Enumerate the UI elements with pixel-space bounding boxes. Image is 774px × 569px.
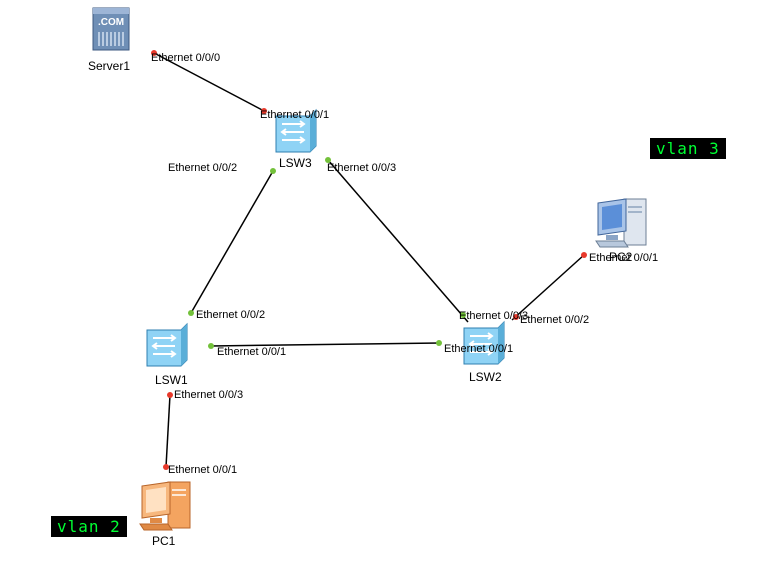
- lsw3-label: LSW3: [279, 156, 312, 170]
- port-label-lsw3-e002: Ethernet 0/0/2: [168, 162, 237, 174]
- switch-side: [181, 324, 187, 366]
- vlan3-label: vlan 3: [650, 138, 726, 159]
- port-dot-server1-e000: [151, 50, 157, 56]
- port-label-pc2-e001: Ethernet 0/0/1: [589, 252, 658, 264]
- server-top-bevel: [93, 8, 129, 14]
- switch-arrows: [280, 120, 306, 144]
- port-label-lsw2-e001: Ethernet 0/0/1: [444, 343, 513, 355]
- port-label-lsw2-e003: Ethernet 0/0/3: [459, 310, 528, 322]
- port-dot-lsw3-e001: [261, 108, 267, 114]
- port-dot-lsw2-e003: [460, 312, 466, 318]
- pc1-label: PC1: [152, 534, 176, 548]
- link-server1-lsw3: [153, 52, 267, 113]
- pc-icon: [595, 198, 647, 248]
- server1-device[interactable]: .COM: [92, 7, 130, 51]
- switch-side: [310, 110, 316, 152]
- pc2-label: PC2: [609, 250, 633, 264]
- port-dot-pc1-e001: [163, 464, 169, 470]
- link-lsw2-pc2: [511, 254, 585, 321]
- port-dot-lsw3-e003: [325, 157, 331, 163]
- lsw2-device[interactable]: [463, 320, 505, 365]
- port-dots: [151, 50, 587, 470]
- vlan2-label: vlan 2: [51, 516, 127, 537]
- port-label-lsw2-e002: Ethernet 0/0/2: [520, 314, 589, 326]
- lsw1-label: LSW1: [155, 373, 188, 387]
- port-dot-lsw2-e002: [513, 314, 519, 320]
- server-badge: .COM: [98, 17, 124, 28]
- link-lsw3-lsw1: [190, 170, 274, 314]
- port-dot-pc2-e001: [581, 252, 587, 258]
- port-dot-lsw1-e001: [208, 343, 214, 349]
- server-bays: [98, 32, 124, 46]
- link-lsw1-lsw2: [210, 342, 441, 347]
- pc1-device[interactable]: [139, 481, 191, 531]
- port-label-lsw3-e001: Ethernet 0/0/1: [260, 109, 329, 121]
- switch-side: [498, 322, 504, 364]
- port-label-pc1-e001: Ethernet 0/0/1: [168, 464, 237, 476]
- link-lsw3-lsw2: [327, 159, 469, 323]
- switch-arrows: [468, 332, 494, 356]
- lsw1-device[interactable]: [146, 322, 188, 367]
- port-dot-lsw3-e002: [270, 168, 276, 174]
- pc2-device[interactable]: [595, 198, 647, 248]
- lsw2-label: LSW2: [469, 370, 502, 384]
- port-dot-lsw2-e001: [436, 340, 442, 346]
- port-label-lsw1-e002: Ethernet 0/0/2: [196, 309, 265, 321]
- server1-label: Server1: [88, 59, 130, 73]
- link-lsw1-pc1: [165, 394, 171, 468]
- port-label-server1-e000: Ethernet 0/0/0: [151, 52, 220, 64]
- pc-icon: [139, 481, 191, 531]
- port-label-lsw3-e003: Ethernet 0/0/3: [327, 162, 396, 174]
- port-dot-lsw1-e003: [167, 392, 173, 398]
- lsw3-device[interactable]: [275, 108, 317, 153]
- port-label-lsw1-e001: Ethernet 0/0/1: [217, 346, 286, 358]
- links: [153, 52, 585, 468]
- switch-arrows: [151, 334, 177, 358]
- port-dot-lsw1-e002: [188, 310, 194, 316]
- port-labels: Ethernet 0/0/0 Ethernet 0/0/1 Ethernet 0…: [151, 52, 658, 476]
- port-label-lsw1-e003: Ethernet 0/0/3: [174, 389, 243, 401]
